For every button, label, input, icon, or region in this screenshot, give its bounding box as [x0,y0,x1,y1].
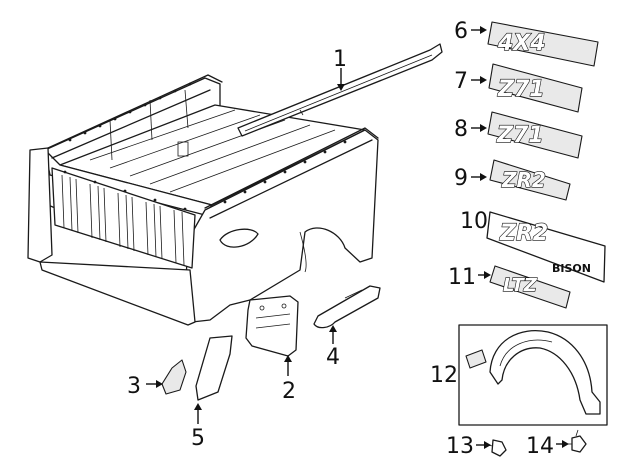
emblem-8-text: Z71 [496,123,544,148]
emblem-6-text: 4X4 [497,31,546,56]
emblem-11: LTZ [489,265,571,309]
part-13-bolt [485,439,507,457]
callout-3: 3 [127,374,141,399]
emblem-7-text: Z71 [497,77,545,102]
truck-bed-box [27,74,379,326]
callout-labels: 1 2 3 4 5 6 7 8 9 10 11 12 13 14 [127,19,554,459]
callout-9: 9 [454,166,468,191]
part-14-clip [566,429,587,453]
part-5-side-molding [195,335,233,401]
part-12-wheel-flare-kit [458,324,608,426]
callout-2: 2 [282,379,296,404]
callout-10: 10 [460,209,488,234]
part-1-bed-rail [237,43,443,137]
emblem-9-text: ZR2 [501,168,546,192]
callout-12: 12 [430,363,458,388]
part-3-bracket [161,359,187,395]
callout-14: 14 [526,434,554,459]
emblem-11-text: LTZ [503,275,538,296]
callout-1: 1 [333,47,347,72]
callout-13: 13 [446,434,474,459]
emblem-6: 4X4 [487,21,599,67]
callout-8: 8 [454,117,468,142]
emblem-7: Z71 [488,63,583,113]
callout-5: 5 [191,426,205,451]
part-4-splash-shield [313,285,381,329]
emblem-8: Z71 [487,111,583,159]
callout-6: 6 [454,19,468,44]
callout-7: 7 [454,69,468,94]
part-2-mud-flap [245,295,299,357]
emblem-9: ZR2 [489,159,571,201]
emblem-10-text: ZR2 [499,221,548,246]
emblem-10: ZR2 BISON [486,211,606,283]
emblem-10-subtext: BISON [552,262,591,275]
callout-4: 4 [326,345,340,370]
callout-11: 11 [448,265,476,290]
